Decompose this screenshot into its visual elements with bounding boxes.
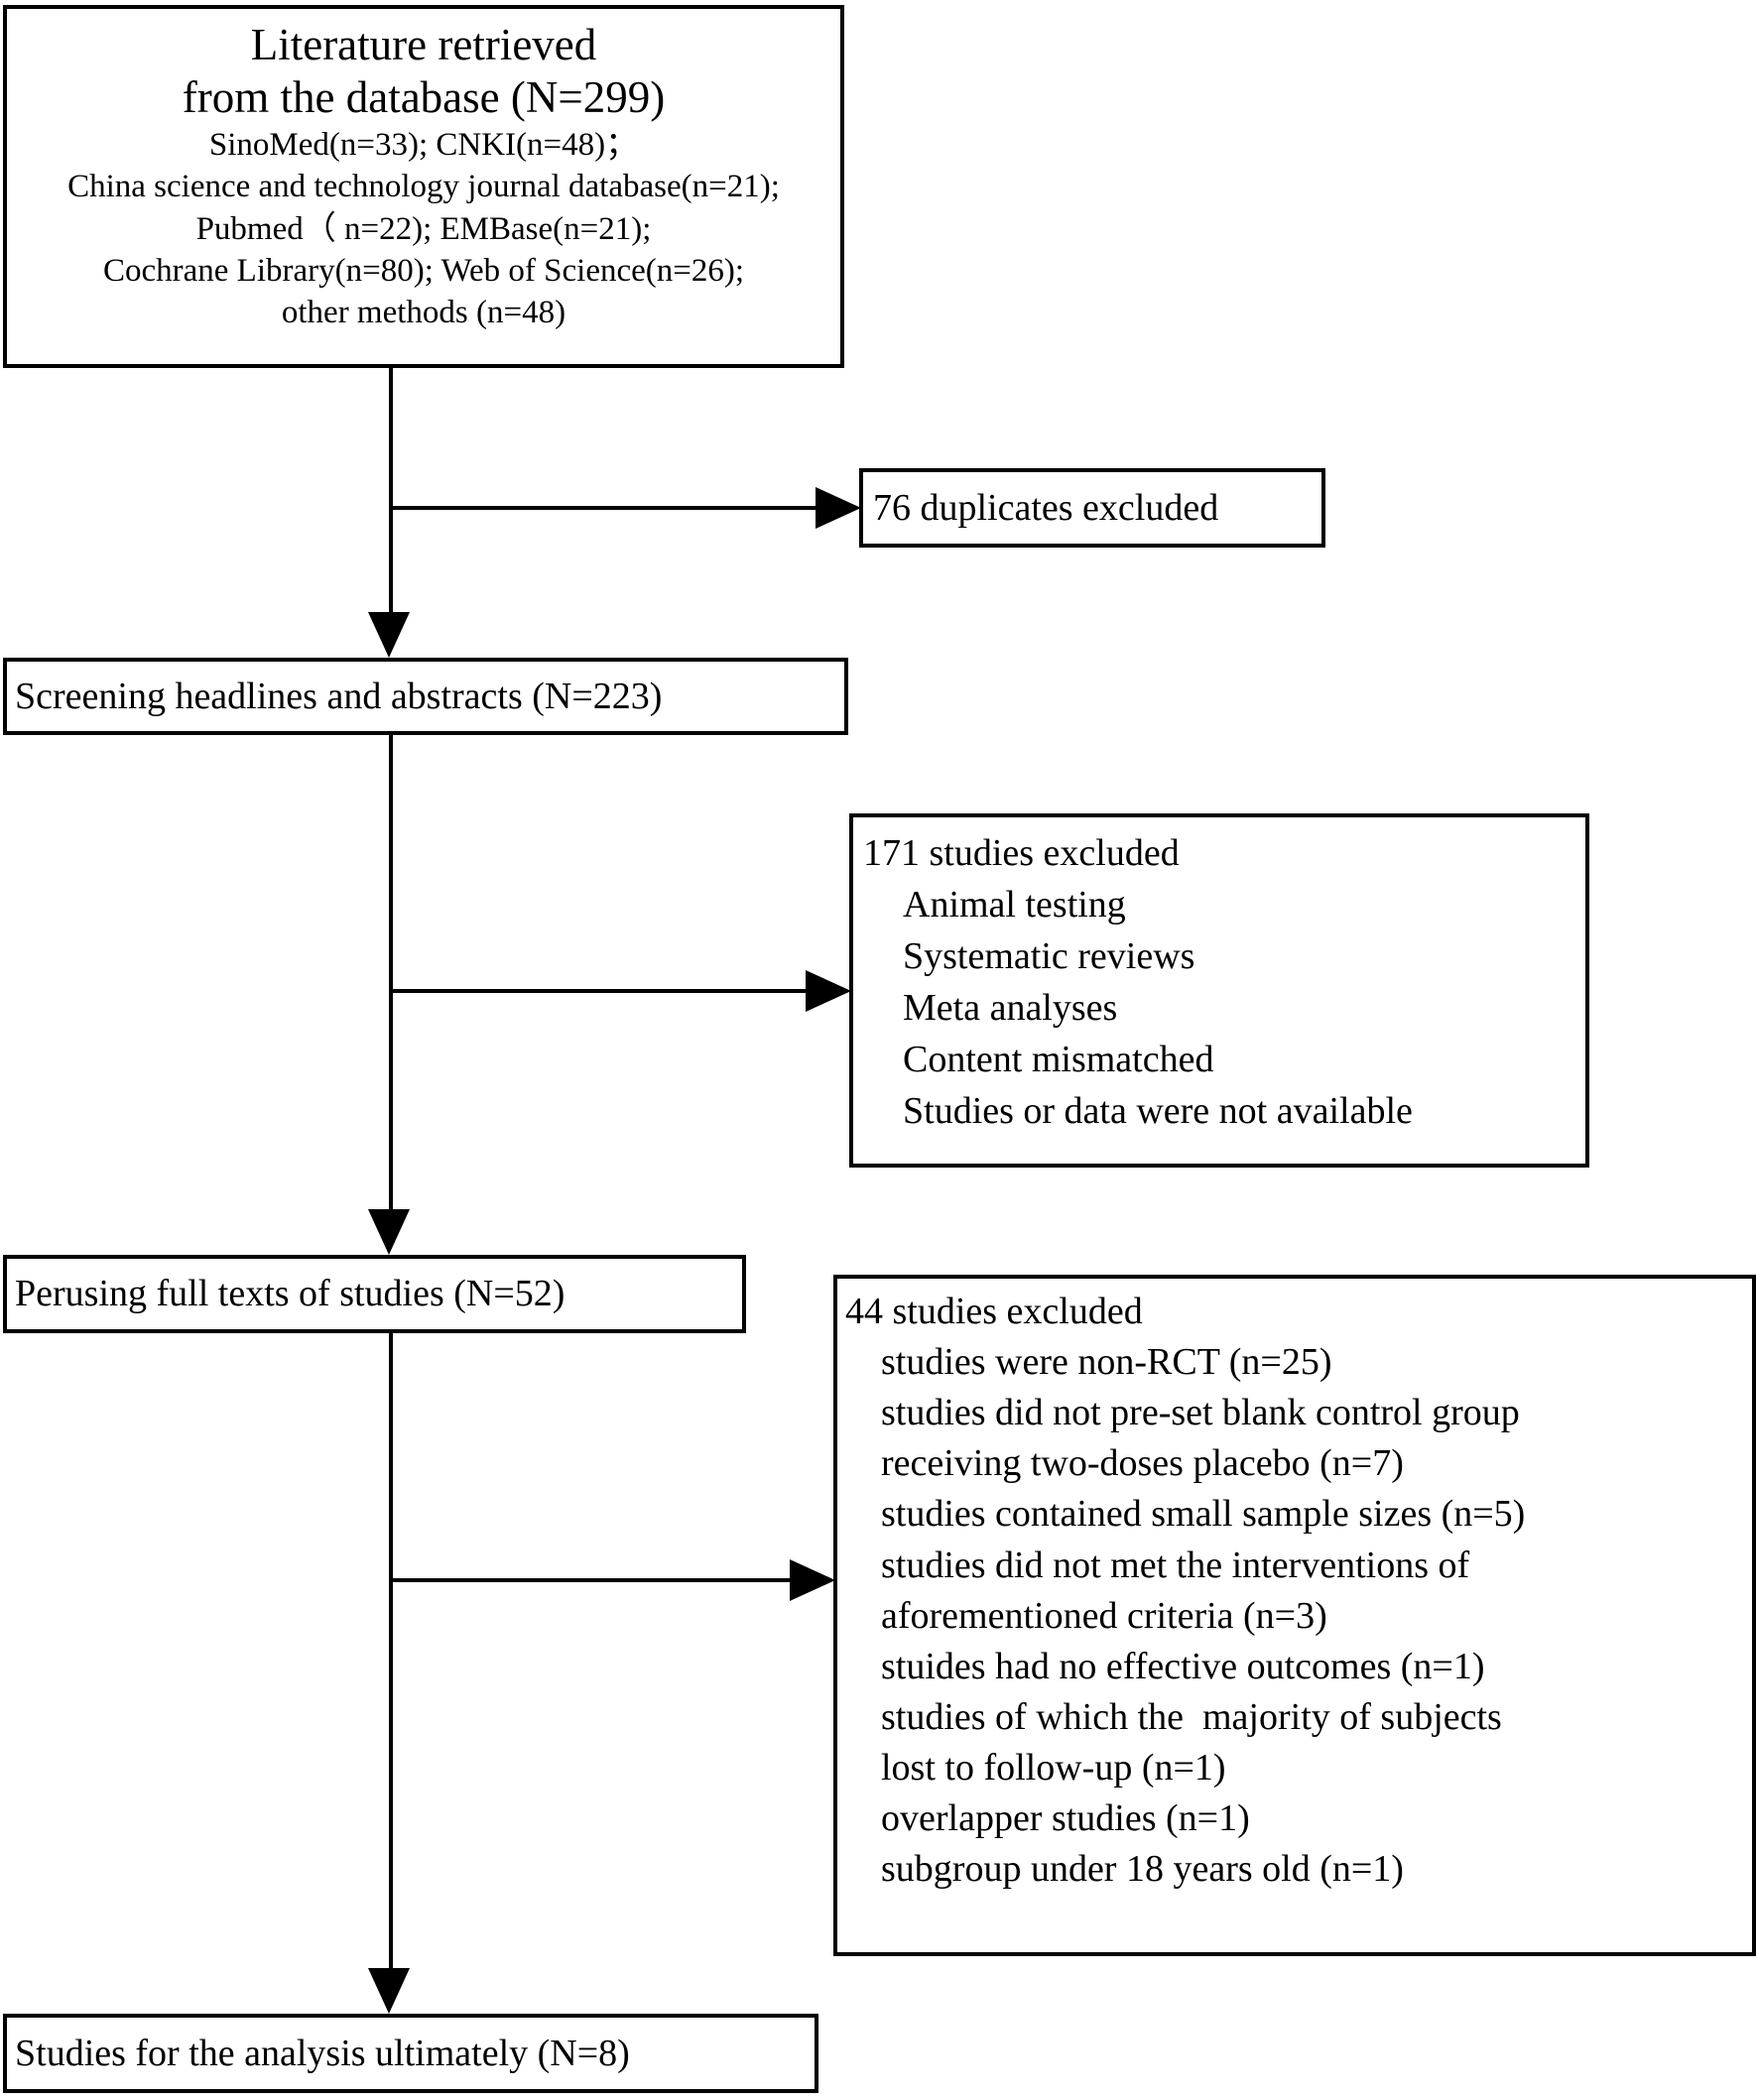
retrieved-headline-line2: from the database (N=299) (182, 72, 666, 123)
excluded-44-reason-9: lost to follow-up (n=1) (881, 1746, 1226, 1789)
retrieved-source-4: Cochrane Library(n=80); Web of Science(n… (102, 252, 745, 289)
box-screening-headlines-abstracts: Screening headlines and abstracts (N=223… (3, 658, 848, 735)
connector-branch-to-duplicates (389, 506, 825, 510)
duplicates-excluded-label: 76 duplicates excluded (873, 486, 1219, 529)
box-excluded-171: 171 studies excluded Animal testing Syst… (849, 813, 1589, 1168)
excluded-44-reason-6: aforementioned criteria (n=3) (881, 1594, 1327, 1637)
box-excluded-44: 44 studies excluded studies were non-RCT… (833, 1275, 1756, 1956)
arrowhead-right-to-duplicates (816, 487, 861, 529)
connector-branch-to-excluded-171 (389, 989, 816, 993)
excluded-171-reason-4: Content mismatched (903, 1039, 1214, 1081)
excluded-44-reason-11: subgroup under 18 years old (n=1) (881, 1848, 1404, 1891)
screening-label: Screening headlines and abstracts (N=223… (15, 675, 663, 717)
excluded-171-reason-5: Studies or data were not available (903, 1090, 1413, 1133)
final-label: Studies for the analysis ultimately (N=8… (15, 2032, 630, 2074)
excluded-44-reason-3: receiving two-doses placebo (n=7) (881, 1442, 1404, 1485)
excluded-171-heading: 171 studies excluded (863, 832, 1180, 874)
perusing-label: Perusing full texts of studies (N=52) (15, 1273, 565, 1315)
arrowhead-right-to-excluded-44 (790, 1559, 835, 1601)
connector-perusing-to-final-stem (389, 1333, 393, 1968)
excluded-44-reason-1: studies were non-RCT (n=25) (881, 1341, 1332, 1384)
box-literature-retrieved: Literature retrieved from the database (… (3, 5, 844, 368)
connector-retrieved-to-screening-stem (389, 368, 393, 612)
retrieved-source-2: China science and technology journal dat… (67, 169, 780, 205)
excluded-44-reason-10: overlapper studies (n=1) (881, 1797, 1250, 1840)
excluded-171-reason-1: Animal testing (903, 884, 1126, 926)
connector-branch-to-excluded-44 (389, 1578, 800, 1582)
excluded-171-reason-2: Systematic reviews (903, 935, 1195, 978)
retrieved-source-3: Pubmed（ n=22); EMBase(n=21); (195, 210, 652, 247)
arrowhead-right-to-excluded-171 (806, 970, 851, 1012)
excluded-44-reason-7: stuides had no effective outcomes (n=1) (881, 1645, 1485, 1687)
box-duplicates-excluded: 76 duplicates excluded (859, 468, 1325, 548)
excluded-44-reason-8: studies of which the majority of subject… (881, 1695, 1502, 1738)
excluded-44-heading: 44 studies excluded (845, 1291, 1143, 1332)
excluded-171-reason-3: Meta analyses (903, 987, 1118, 1030)
excluded-44-reason-4: studies contained small sample sizes (n=… (881, 1493, 1526, 1536)
arrowhead-down-to-screening (368, 612, 410, 658)
retrieved-source-5: other methods (n=48) (281, 295, 566, 331)
excluded-44-reason-5: studies did not met the interventions of (881, 1544, 1470, 1586)
excluded-44-reason-2: studies did not pre-set blank control gr… (881, 1392, 1520, 1434)
box-perusing-full-texts: Perusing full texts of studies (N=52) (3, 1255, 746, 1333)
arrowhead-down-to-perusing (368, 1209, 410, 1255)
arrowhead-down-to-final (368, 1968, 410, 2014)
connector-screening-to-perusing-stem (389, 735, 393, 1209)
retrieved-source-1: SinoMed(n=33); CNKI(n=48)； (208, 127, 639, 164)
retrieved-headline-line1: Literature retrieved (250, 20, 597, 69)
box-studies-for-analysis: Studies for the analysis ultimately (N=8… (3, 2014, 818, 2093)
